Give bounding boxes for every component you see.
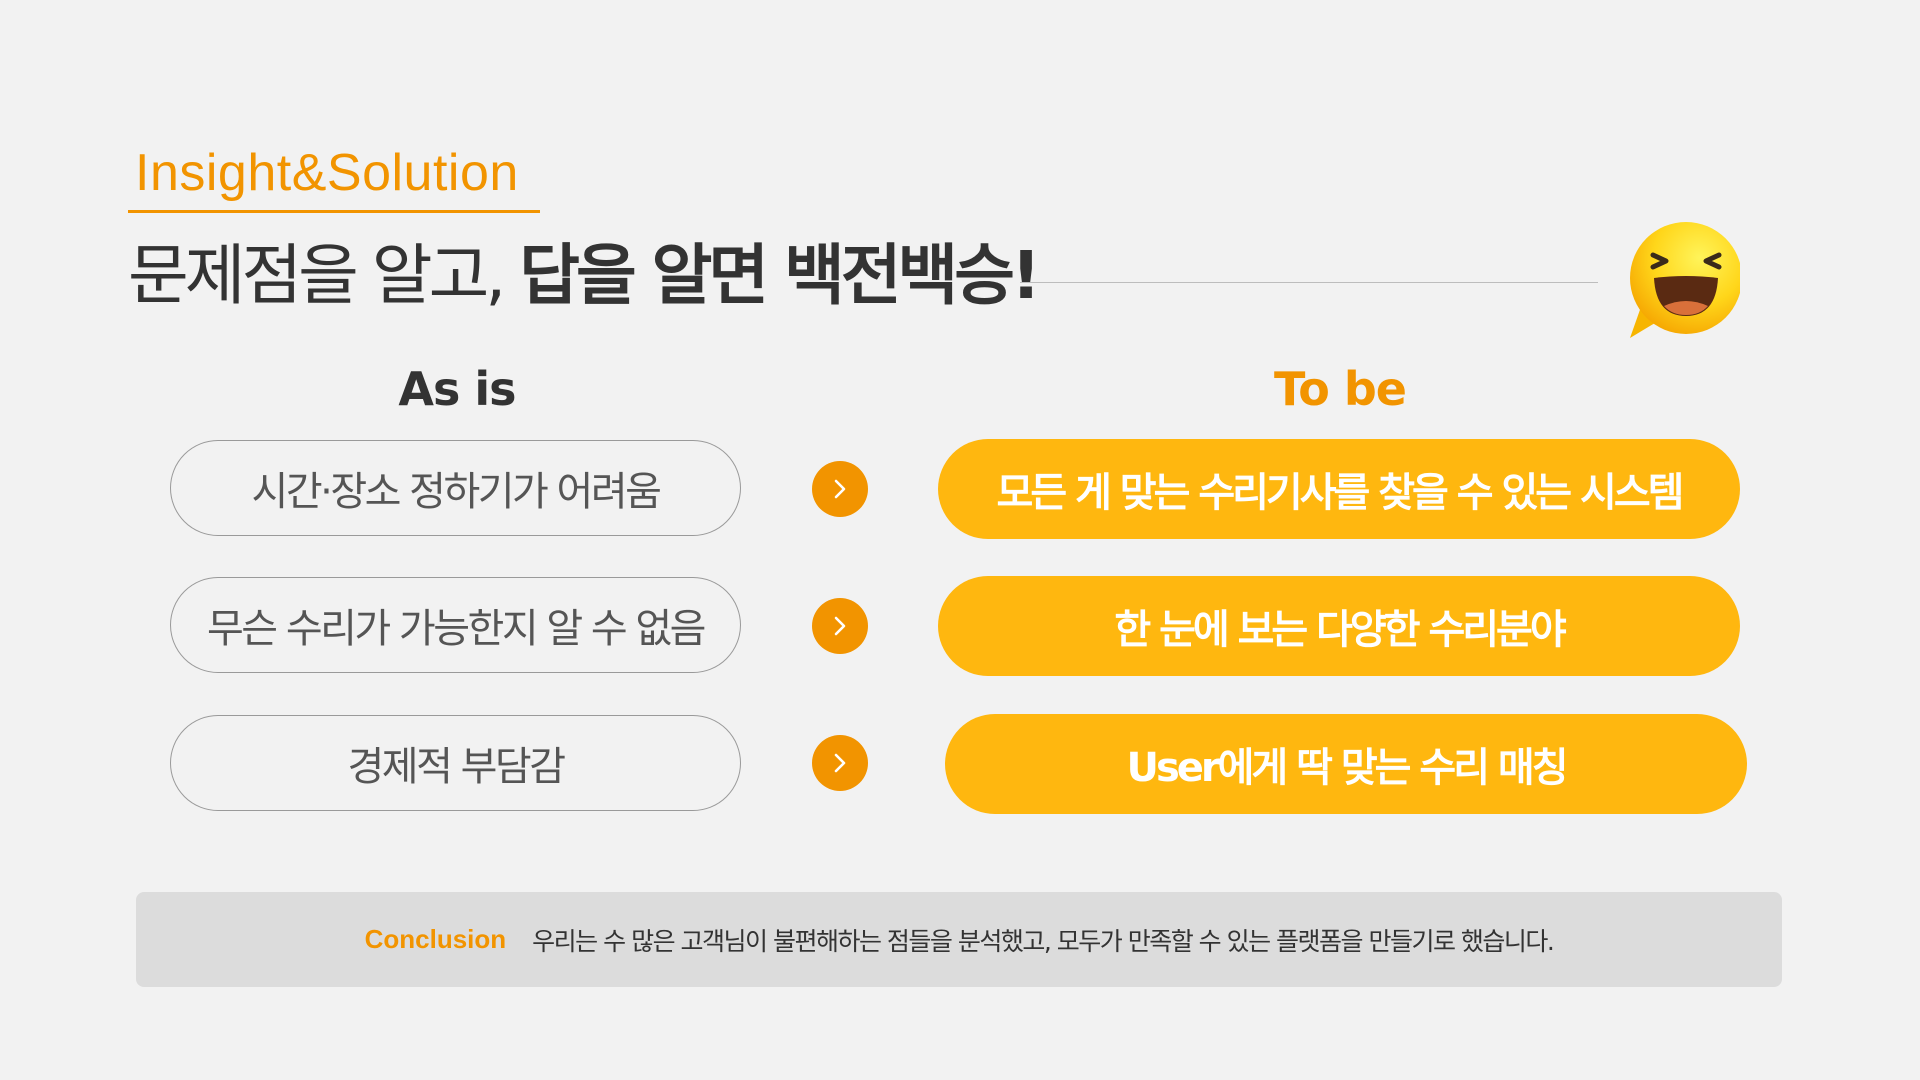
conclusion-box: Conclusion 우리는 수 많은 고객님이 불편해하는 점들을 분석했고,… [136, 892, 1782, 987]
as-is-heading: As is [398, 362, 516, 416]
to-be-item: 한 눈에 보는 다양한 수리분야 [938, 576, 1740, 676]
page-title: 문제점을 알고, 답을 알면 백전백승! [128, 237, 1041, 314]
to-be-item: 모든 게 맞는 수리기사를 찾을 수 있는 시스템 [938, 439, 1740, 539]
as-is-item: 경제적 부담감 [170, 715, 741, 811]
section-eyebrow: Insight&Solution [135, 144, 519, 202]
as-is-item: 무슨 수리가 가능한지 알 수 없음 [170, 577, 741, 673]
conclusion-label: Conclusion [364, 924, 507, 954]
as-is-item: 시간·장소 정하기가 어려움 [170, 440, 741, 536]
laughing-emoji-icon [1620, 220, 1742, 340]
to-be-item: User에게 딱 맞는 수리 매칭 [945, 714, 1747, 814]
conclusion-text: 우리는 수 많은 고객님이 불편해하는 점들을 분석했고, 모두가 만족할 수 … [532, 926, 1555, 956]
chevron-right-icon [812, 461, 868, 517]
chevron-right-icon [812, 598, 868, 654]
title-divider [1020, 282, 1598, 283]
chevron-right-icon [812, 735, 868, 791]
eyebrow-underline [128, 210, 540, 213]
to-be-heading: To be [1273, 362, 1407, 416]
title-regular: 문제점을 알고, [128, 237, 520, 314]
title-bold: 답을 알면 백전백승! [519, 237, 1041, 314]
